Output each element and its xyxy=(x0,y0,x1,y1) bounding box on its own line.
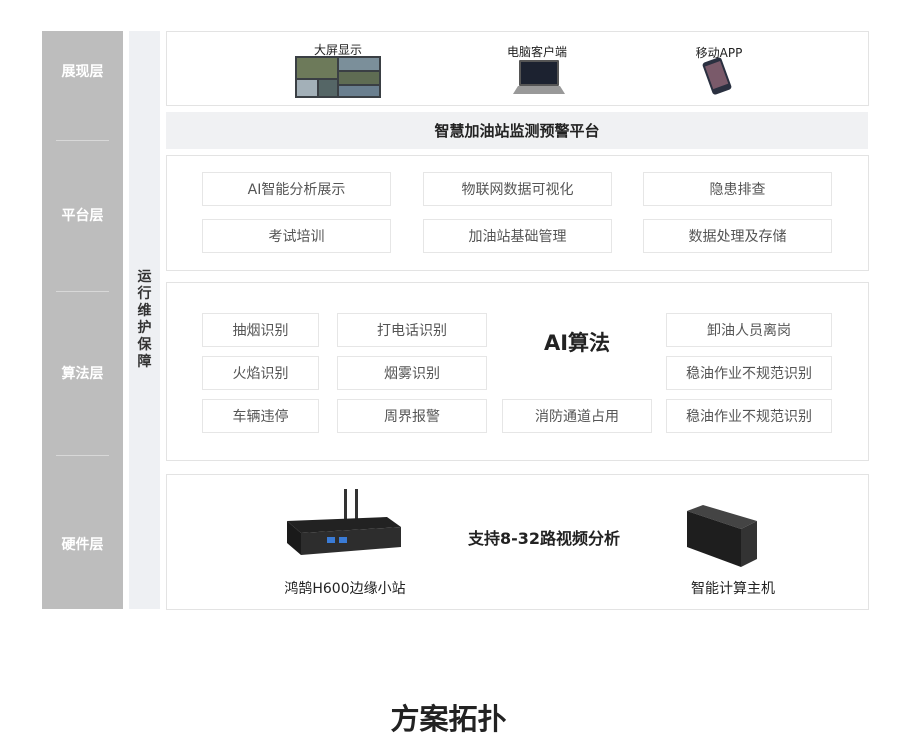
laptop-icon xyxy=(513,60,565,94)
mobile-icon xyxy=(702,57,732,95)
platform-title: 智慧加油站监测预警平台 xyxy=(434,122,600,140)
divider xyxy=(56,291,109,292)
footer-title: 方案拓扑 xyxy=(390,702,507,736)
platform-title-bar: 智慧加油站监测预警平台 xyxy=(166,112,868,149)
algo-item: 抽烟识别 xyxy=(202,313,319,347)
hardware-panel: 鸿鹄H600边缘小站 支持8-32路视频分析 智能计算主机 xyxy=(166,474,869,610)
ops-label: 运行维护保障 xyxy=(137,269,152,370)
edge-device-icon xyxy=(287,489,401,555)
video-support-text: 支持8-32路视频分析 xyxy=(467,529,621,548)
bigscreen-icon xyxy=(295,56,381,98)
compute-host-icon xyxy=(687,505,757,567)
ops-column: 运行维护保障 xyxy=(129,31,160,609)
algo-item: 稳油作业不规范识别 xyxy=(666,399,832,433)
layer-column: 展现层 平台层 算法层 硬件层 xyxy=(42,31,123,609)
display-panel: 大屏显示 电脑客户端 移动APP xyxy=(166,31,869,106)
algo-item: 车辆违停 xyxy=(202,399,319,433)
algo-item: 稳油作业不规范识别 xyxy=(666,356,832,390)
algo-item: 卸油人员离岗 xyxy=(666,313,832,347)
compute-host-label: 智能计算主机 xyxy=(691,581,775,597)
edge-device-label: 鸿鹄H600边缘小站 xyxy=(284,581,406,597)
display-mobile-label: 移动APP xyxy=(695,46,743,60)
algorithm-panel: 抽烟识别 打电话识别 AI算法 卸油人员离岗 火焰识别 烟雾识别 稳油作业不规范… xyxy=(166,282,869,461)
layer-hardware: 硬件层 xyxy=(61,537,104,553)
algo-item: 火焰识别 xyxy=(202,356,319,390)
divider xyxy=(56,140,109,141)
algo-title: AI算法 xyxy=(543,331,611,355)
display-bigscreen-label: 大屏显示 xyxy=(313,43,363,57)
divider xyxy=(56,455,109,456)
platform-item: 数据处理及存储 xyxy=(643,219,832,253)
layer-platform: 平台层 xyxy=(61,208,104,224)
platform-item: 考试培训 xyxy=(202,219,391,253)
display-pc-label: 电脑客户端 xyxy=(506,45,568,59)
platform-panel: AI智能分析展示 物联网数据可视化 隐患排查 考试培训 加油站基础管理 数据处理… xyxy=(166,155,869,271)
algo-item: 打电话识别 xyxy=(337,313,487,347)
algo-item: 消防通道占用 xyxy=(502,399,652,433)
platform-item: 加油站基础管理 xyxy=(423,219,612,253)
platform-item: 物联网数据可视化 xyxy=(423,172,612,206)
algo-item: 烟雾识别 xyxy=(337,356,487,390)
layer-display: 展现层 xyxy=(61,64,104,80)
layer-algorithm: 算法层 xyxy=(61,366,104,382)
algo-item: 周界报警 xyxy=(337,399,487,433)
platform-item: 隐患排查 xyxy=(643,172,832,206)
platform-item: AI智能分析展示 xyxy=(202,172,391,206)
